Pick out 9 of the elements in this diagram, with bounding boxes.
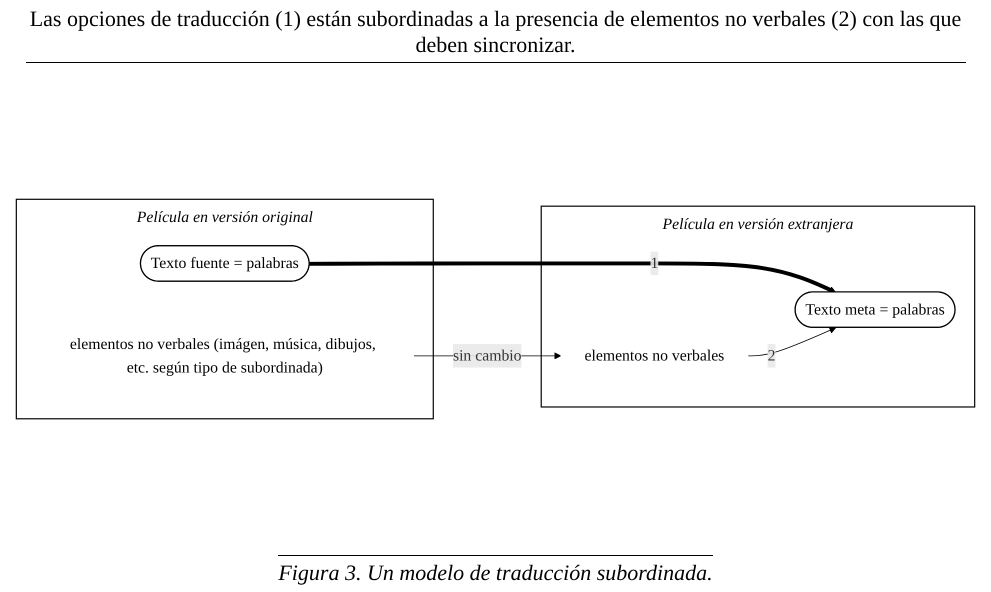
edge-label: 2 [768, 347, 776, 364]
diagram-title: Las opciones de traducción (1) están subordinadas a la presencia de elementos no verbales (2) con las que deben sincronizar. [26, 6, 966, 63]
node-text: elementos no verbales (imágen, música, dibujos, etc. según tipo de subordinada) [70, 335, 376, 376]
arrow [748, 327, 836, 356]
arrow [310, 261, 836, 293]
edge-label: 1 [650, 254, 658, 272]
figure-caption: Figura 3. Un modelo de traducción subordinada. [278, 555, 713, 586]
node-text: elementos no verbales [584, 347, 724, 364]
edge-label: sin cambio [452, 347, 522, 364]
